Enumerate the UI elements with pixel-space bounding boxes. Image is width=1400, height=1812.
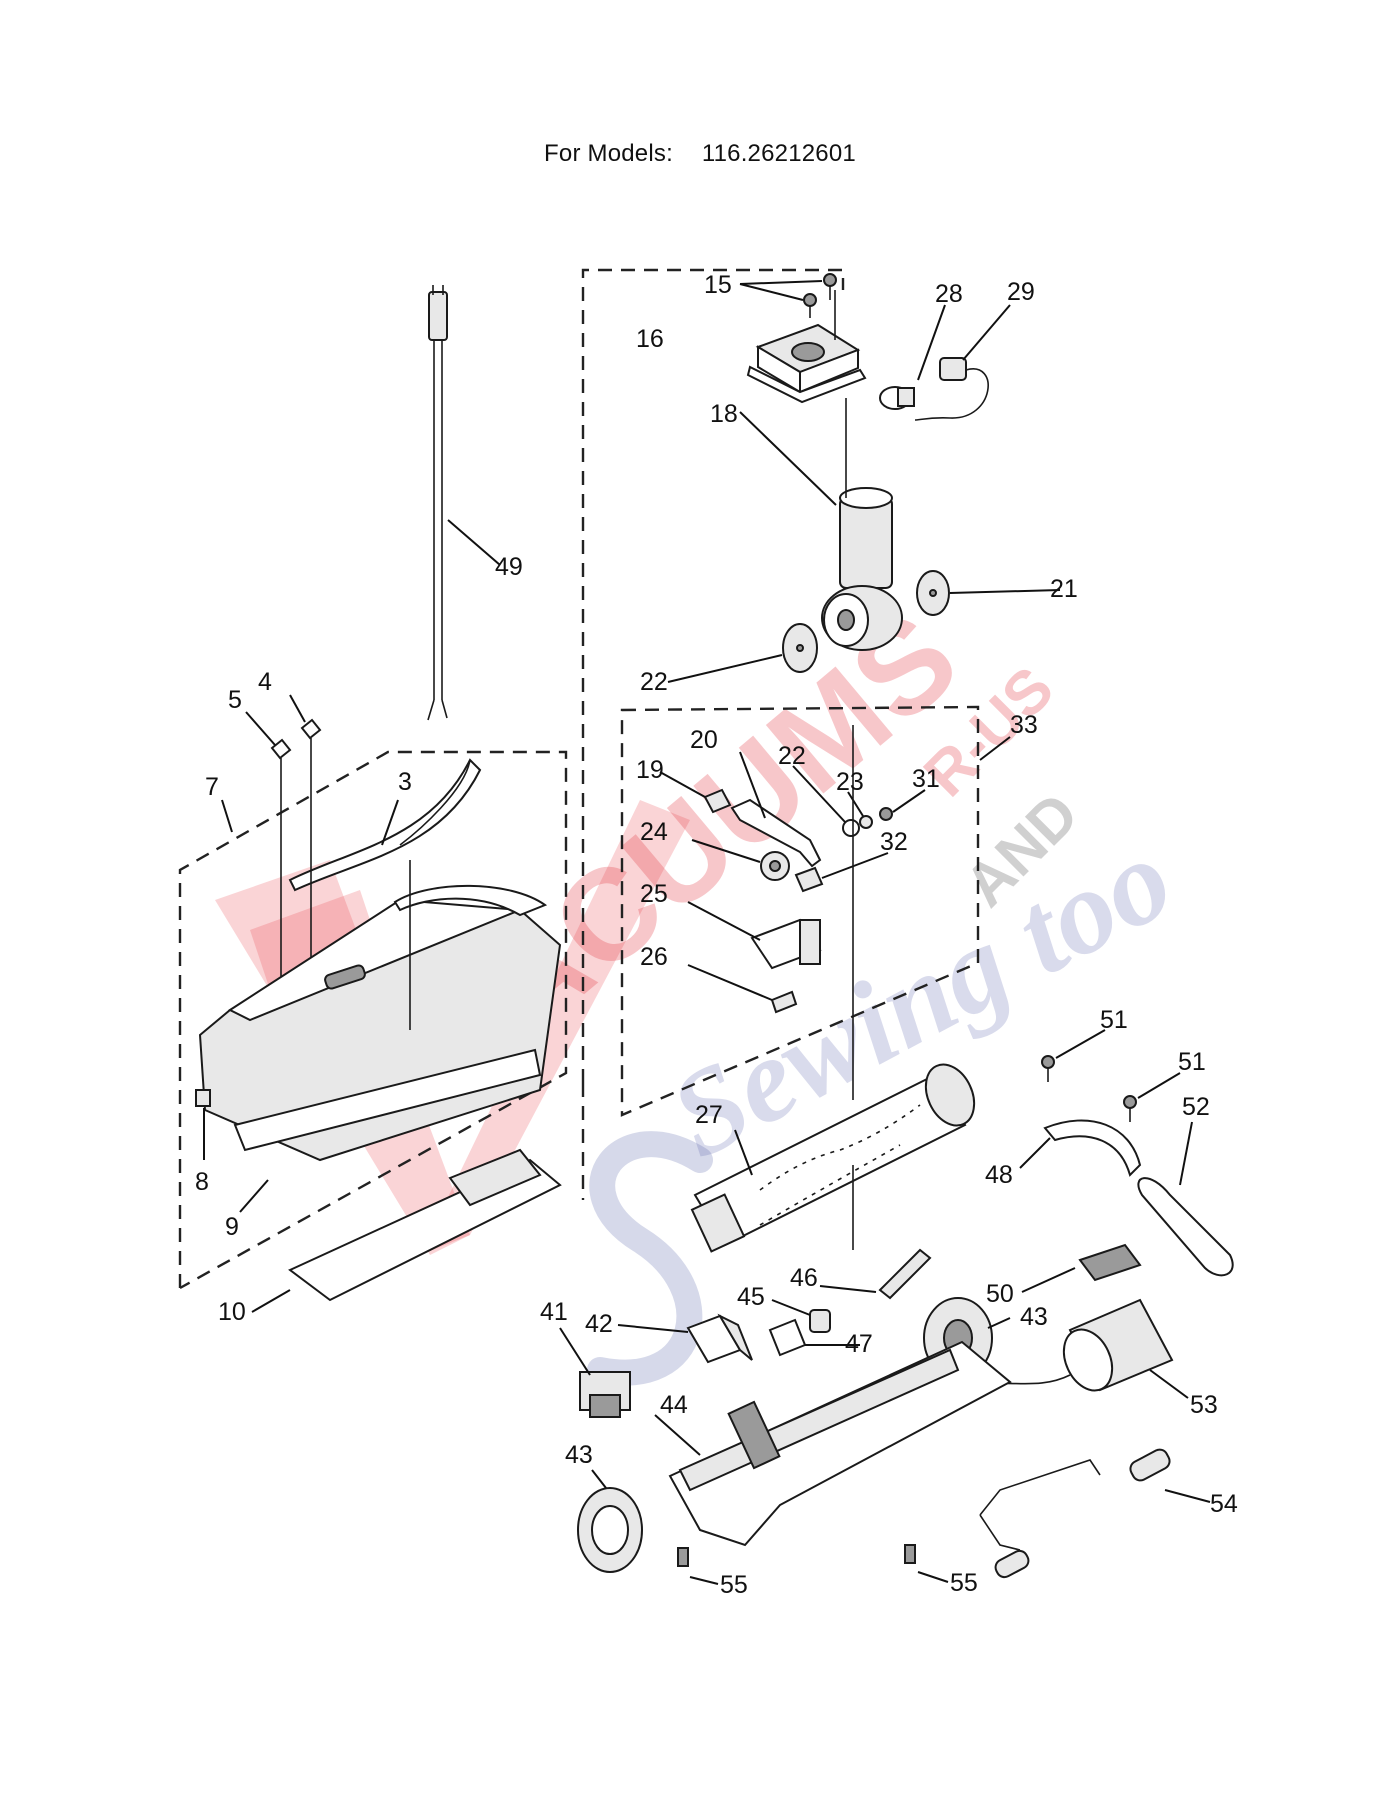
callout-32: 32 <box>880 828 908 856</box>
diagram-header: For Models: 116.26212601 <box>0 140 1400 168</box>
dashed-group-outlines <box>178 268 980 1290</box>
callout-22-right: 21 <box>1050 575 1078 603</box>
callout-10: 10 <box>218 1298 246 1326</box>
part-53-motor <box>989 1298 1189 1399</box>
part-19-knob <box>659 771 732 814</box>
part-54-height-handle <box>979 1448 1211 1579</box>
callout-48: 48 <box>985 1161 1013 1189</box>
callout-22-left: 22 <box>640 668 668 696</box>
part-22-fan-right <box>916 570 1061 616</box>
part-55-screw-left <box>677 1547 719 1585</box>
part-24-gear <box>691 839 790 881</box>
callout-25: 25 <box>640 880 668 908</box>
callout-44: 44 <box>660 1391 688 1419</box>
part-28-lamp <box>879 304 946 410</box>
callout-53: 53 <box>1190 1391 1218 1419</box>
part-29-lamp-socket <box>914 304 1011 421</box>
part-15-screws <box>739 273 837 318</box>
callout-18: 18 <box>710 400 738 428</box>
part-9-bumper <box>233 1048 542 1213</box>
callout-55-right: 55 <box>950 1569 978 1597</box>
callout-9: 9 <box>225 1213 239 1241</box>
part-10-base-plate <box>251 1148 562 1313</box>
callout-51-right: 51 <box>1178 1048 1206 1076</box>
part-26-tab <box>687 964 798 1014</box>
part-22-fan-left <box>667 623 818 683</box>
part-25-switch-housing <box>687 901 822 970</box>
part-48-handle-bail <box>1019 1119 1142 1177</box>
part-3-hood-trim <box>288 758 482 892</box>
part-8-hood-clip <box>195 1089 211 1160</box>
callout-26: 26 <box>640 943 668 971</box>
part-23-washer <box>847 791 873 829</box>
callout-24: 24 <box>640 818 668 846</box>
callout-16: 16 <box>636 325 664 353</box>
callout-41: 41 <box>540 1298 568 1326</box>
part-45-knob <box>771 1299 831 1333</box>
part-47-pedal <box>768 1318 860 1357</box>
callout-19: 19 <box>636 756 664 784</box>
callout-7: 7 <box>205 773 219 801</box>
part-32-clip <box>794 852 889 893</box>
callout-20: 20 <box>690 726 718 754</box>
callout-54: 54 <box>1210 1490 1238 1518</box>
callout-27: 27 <box>695 1101 723 1129</box>
callout-28: 28 <box>935 280 963 308</box>
part-55-screw-right <box>904 1544 949 1583</box>
hood-cover <box>198 860 562 1162</box>
part-44-lower-base <box>654 1340 1012 1547</box>
callout-31: 31 <box>912 765 940 793</box>
callout-43-right: 43 <box>1020 1303 1048 1331</box>
part-46-strip <box>819 1165 932 1300</box>
part-52-belt <box>1137 1121 1234 1277</box>
callout-50: 50 <box>986 1280 1014 1308</box>
callout-33: 33 <box>1010 711 1038 739</box>
model-number: 116.26212601 <box>701 140 856 167</box>
callout-43-left: 43 <box>565 1441 593 1469</box>
part-51-screw-right <box>1123 1072 1181 1122</box>
part-31-ring <box>879 789 926 821</box>
part-16-motor-bracket <box>746 290 867 404</box>
callout-4: 4 <box>258 668 272 696</box>
part-41-switch <box>559 1327 631 1418</box>
callout-15: 15 <box>704 271 732 299</box>
callout-49: 49 <box>495 553 523 581</box>
callout-23: 23 <box>836 768 864 796</box>
callout-45: 45 <box>737 1283 765 1311</box>
part-18-motor <box>739 398 903 651</box>
models-label: For Models: <box>544 140 673 167</box>
callout-3: 3 <box>398 768 412 796</box>
part-43-wheel-left <box>577 1469 643 1573</box>
callout-5: 5 <box>228 686 242 714</box>
callout-52: 52 <box>1182 1093 1210 1121</box>
part-20-lever <box>730 751 822 868</box>
part-51-screw-left <box>1041 1029 1106 1082</box>
part-49-power-cord <box>427 285 501 721</box>
part-50-pad <box>1021 1243 1142 1293</box>
callout-29: 29 <box>1007 278 1035 306</box>
part-27-brush-roll <box>690 1063 976 1253</box>
part-7-hood-assembly-arrow <box>221 799 233 833</box>
callout-21: 22 <box>778 742 806 770</box>
callout-labels: 3 4 5 7 8 9 10 15 16 18 19 20 21 22 22 2… <box>195 271 1238 1599</box>
callout-55-left: 55 <box>720 1571 748 1599</box>
part-42-bracket <box>617 1313 753 1364</box>
part-33-assembly-arrow <box>979 736 1011 761</box>
callout-51-left: 51 <box>1100 1006 1128 1034</box>
callout-46: 46 <box>790 1264 818 1292</box>
callout-42: 42 <box>585 1310 613 1338</box>
callout-8: 8 <box>195 1168 209 1196</box>
callout-47: 47 <box>845 1330 873 1358</box>
part-21-bushing <box>792 765 860 837</box>
